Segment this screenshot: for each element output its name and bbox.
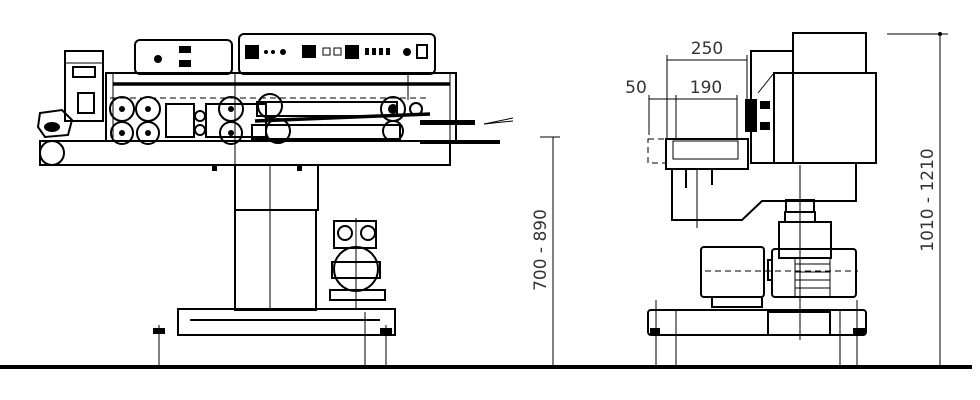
side-motor <box>700 246 858 308</box>
rollers <box>109 93 431 145</box>
front-view: 700 - 890 <box>36 33 560 365</box>
control-panel-right <box>238 33 436 75</box>
motor <box>329 218 386 310</box>
outfeed-guide <box>420 117 514 144</box>
infeed-unit <box>36 50 104 139</box>
side-view: 250 190 50 1010 - 1210 <box>625 32 948 365</box>
conveyor-bed <box>39 140 451 166</box>
column <box>234 164 319 311</box>
dimension-working-height: 700 - 890 <box>531 209 551 291</box>
dimension-total-height: 1010 - 1210 <box>918 148 938 251</box>
control-panel-left <box>134 39 233 75</box>
side-base <box>647 300 867 365</box>
sealing-wheels <box>745 99 770 132</box>
base <box>153 308 396 365</box>
support-bracket <box>671 163 857 221</box>
dimension-190: 190 <box>690 78 722 98</box>
dimension-250: 250 <box>691 39 723 59</box>
tray <box>647 138 749 188</box>
dimension-50: 50 <box>625 78 647 98</box>
